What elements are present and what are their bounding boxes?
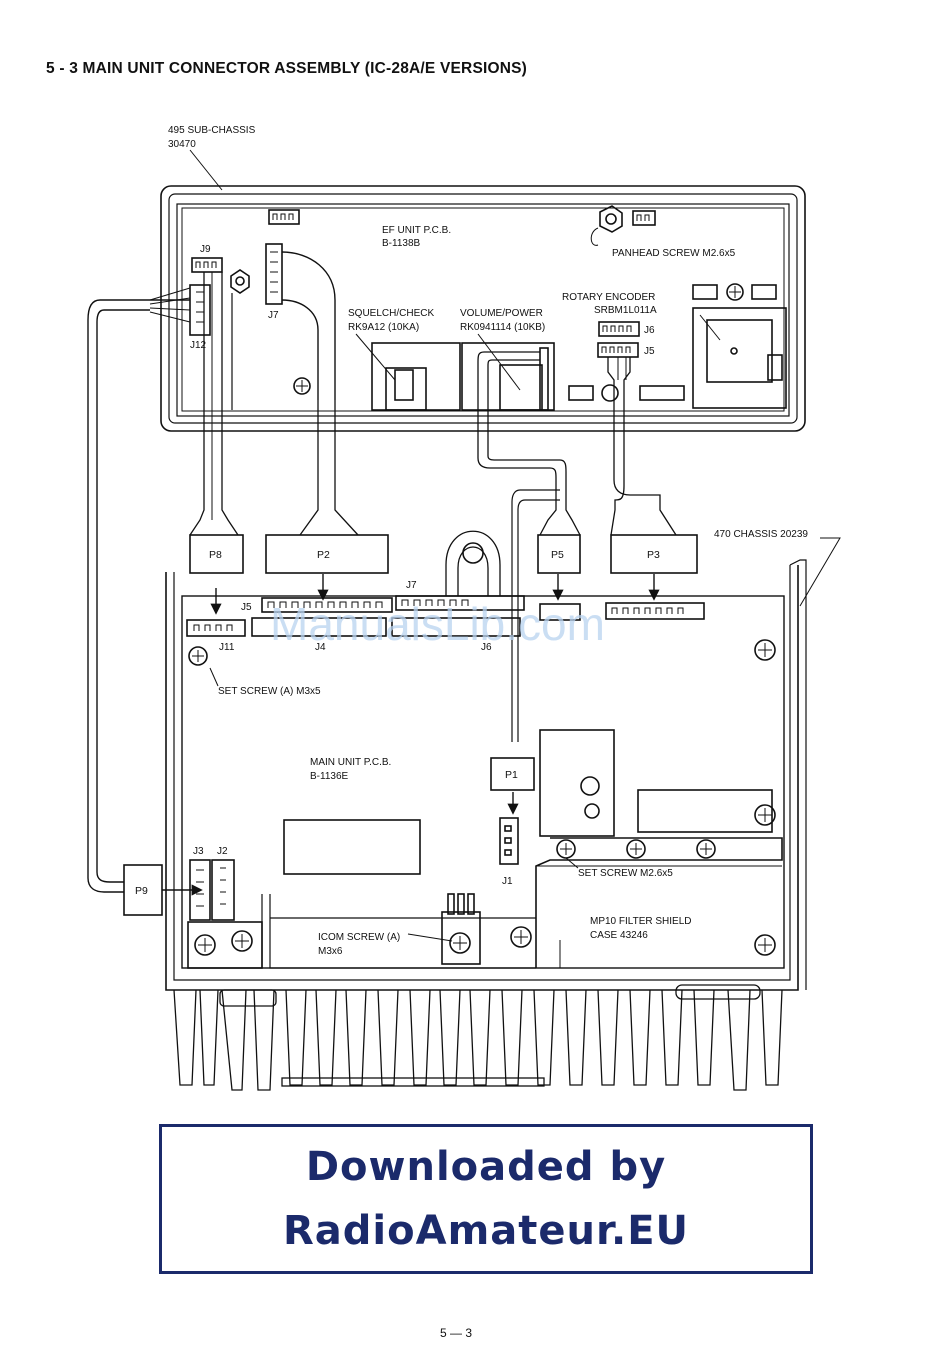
main-j3-connector-top bbox=[605, 602, 705, 620]
label-sub-chassis: 495 SUB-CHASSIS bbox=[168, 125, 256, 136]
label-icom-screw: ICOM SCREW (A) bbox=[318, 932, 400, 943]
squelch-control bbox=[371, 342, 461, 411]
tag-main-j1: J1 bbox=[502, 876, 513, 887]
tag-p1: P1 bbox=[505, 769, 518, 781]
rotary-encoder bbox=[692, 307, 787, 409]
label-rotary-encoder-part: SRBM1L011A bbox=[594, 305, 657, 316]
label-mp10-shield: MP10 FILTER SHIELD bbox=[590, 916, 692, 927]
main-j4-connector bbox=[251, 617, 387, 637]
filter-shield bbox=[535, 837, 783, 968]
screw-icons bbox=[188, 639, 776, 956]
filter-block bbox=[637, 789, 773, 833]
tag-main-j3: J3 bbox=[193, 846, 204, 857]
tag-ef-j5: J5 bbox=[644, 346, 655, 357]
tag-ef-j7: J7 bbox=[268, 310, 279, 321]
tag-main-j4: J4 bbox=[315, 642, 326, 653]
plug-p1 bbox=[490, 757, 535, 791]
tag-main-j11: J11 bbox=[219, 642, 235, 653]
cable-j12-p9 bbox=[87, 299, 190, 893]
tag-ef-j6: J6 bbox=[644, 325, 655, 336]
plug-p8 bbox=[189, 534, 244, 574]
transformer-block bbox=[539, 729, 615, 837]
ef-j7-connector bbox=[265, 243, 336, 400]
download-banner: Downloaded by RadioAmateur.EU bbox=[159, 1124, 813, 1274]
tag-p2: P2 bbox=[317, 549, 330, 561]
tag-main-j7: J7 bbox=[406, 580, 417, 591]
watermark: ManualsLib.com bbox=[270, 598, 605, 650]
plug-p3 bbox=[610, 534, 698, 574]
ef-j5-connector bbox=[597, 342, 639, 358]
main-ic-block bbox=[283, 819, 421, 875]
label-chassis-470: 470 CHASSIS 20239 bbox=[714, 529, 808, 540]
bottom-bracket bbox=[187, 893, 536, 969]
label-set-screw-a: SET SCREW (A) M3x5 bbox=[218, 686, 321, 697]
plug-p5 bbox=[537, 534, 581, 574]
main-j5b-connector bbox=[539, 603, 581, 621]
ef-j6-connector bbox=[598, 321, 640, 337]
tag-main-j6: J6 bbox=[481, 642, 492, 653]
main-j11-connector bbox=[186, 619, 246, 637]
ef-j9-connector bbox=[191, 257, 223, 273]
page-title: 5 - 3 MAIN UNIT CONNECTOR ASSEMBLY (IC-2… bbox=[46, 60, 528, 77]
tag-p5: P5 bbox=[551, 549, 564, 561]
main-j6-connector bbox=[391, 617, 521, 637]
label-squelch: SQUELCH/CHECK bbox=[348, 308, 434, 319]
label-set-screw-26: SET SCREW M2.6x5 bbox=[578, 868, 673, 879]
page-number: 5 — 3 bbox=[440, 1326, 473, 1340]
label-main-unit-num: B-1136E bbox=[310, 771, 349, 782]
label-sub-chassis-num: 30470 bbox=[168, 139, 196, 150]
ef-right-connectors bbox=[692, 283, 777, 301]
plug-p2 bbox=[265, 534, 389, 574]
main-j1-connector bbox=[499, 817, 519, 865]
banner-line-2: RadioAmateur.EU bbox=[283, 1208, 689, 1254]
label-volume-part: RK0941114 (10KB) bbox=[460, 322, 545, 333]
main-j3-j2-connectors bbox=[189, 859, 235, 921]
tag-main-j2: J2 bbox=[217, 846, 228, 857]
main-j7-loop bbox=[445, 530, 501, 596]
hex-nut-icon bbox=[230, 269, 250, 410]
label-ef-unit: EF UNIT P.C.B. bbox=[382, 225, 451, 236]
label-main-unit: MAIN UNIT P.C.B. bbox=[310, 757, 391, 768]
heatsink-fins bbox=[173, 984, 783, 1091]
tag-ef-j9: J9 bbox=[200, 244, 211, 255]
label-icom-screw-size: M3x6 bbox=[318, 946, 343, 957]
volume-control bbox=[461, 342, 555, 411]
ef-lower-parts bbox=[293, 377, 685, 402]
banner-line-1: Downloaded by bbox=[305, 1144, 667, 1190]
ef-j12-connector bbox=[189, 284, 211, 336]
tag-p9: P9 bbox=[135, 885, 148, 897]
ef-connector-top bbox=[268, 209, 300, 225]
label-squelch-part: RK9A12 (10KA) bbox=[348, 322, 419, 333]
tag-ef-j12: J12 bbox=[190, 340, 207, 351]
label-volume: VOLUME/POWER bbox=[460, 308, 543, 319]
tag-main-j5: J5 bbox=[241, 602, 252, 613]
label-ef-unit-num: B-1138B bbox=[382, 238, 421, 249]
tag-p3: P3 bbox=[647, 549, 660, 561]
label-mp10-case: CASE 43246 bbox=[590, 930, 648, 941]
main-j7-connector bbox=[395, 595, 525, 611]
label-panhead-screw: PANHEAD SCREW M2.6x5 bbox=[612, 248, 736, 259]
panhead-screw-icon bbox=[599, 205, 656, 233]
tag-p8: P8 bbox=[209, 549, 222, 561]
main-j5-connector bbox=[261, 597, 393, 613]
label-rotary-encoder: ROTARY ENCODER bbox=[562, 292, 655, 303]
